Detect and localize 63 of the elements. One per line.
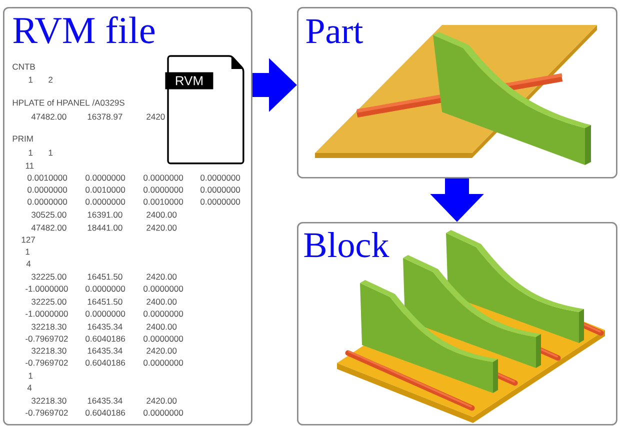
listing-text: CNTB xyxy=(12,64,35,70)
listing-text: 0.0000000 xyxy=(144,174,184,181)
listing-text: 0.0000000 xyxy=(200,186,240,193)
listing-text: 1 xyxy=(28,150,33,156)
listing-text: -1.0000000 xyxy=(26,310,68,317)
listing-text: 2400.00 xyxy=(146,212,177,218)
listing-text: 0.0000000 xyxy=(86,310,126,317)
listing-text: 0.0000000 xyxy=(144,310,184,317)
listing-text: 32225.00 xyxy=(32,298,66,305)
listing-text: 16391.00 xyxy=(88,212,122,218)
listing-text: 2400.00 xyxy=(146,298,177,305)
listing-text: PRIM xyxy=(12,136,33,142)
listing-text: 16451.50 xyxy=(88,274,122,280)
listing-text: 0.0010000 xyxy=(144,198,184,205)
listing-text: 16435.34 xyxy=(88,324,122,330)
listing-text: 2420.00 xyxy=(146,348,177,354)
listing-text: -0.7969702 xyxy=(26,410,68,416)
listing-text: 0.0000000 xyxy=(144,360,184,366)
listing-text: 16378.97 xyxy=(88,114,122,120)
listing-text: 32218.30 xyxy=(32,398,66,404)
listing-text: 2420.00 xyxy=(146,398,177,404)
listing-text: 47482.00 xyxy=(31,224,66,231)
listing-text: 30525.00 xyxy=(32,212,66,218)
listing-text: -1.0000000 xyxy=(26,286,68,292)
listing-text: 0.0000000 xyxy=(28,186,68,193)
listing-text: 4 xyxy=(26,260,31,267)
listing-text: 1 xyxy=(28,76,33,83)
listing-text: 32218.30 xyxy=(32,324,66,330)
listing-text: 18441.00 xyxy=(88,224,122,231)
listing-text: 32225.00 xyxy=(32,274,66,280)
listing-text: 11 xyxy=(26,162,34,169)
listing-text: 2420.00 xyxy=(146,224,177,231)
listing-text: 0.0000000 xyxy=(200,174,240,181)
listing-text: 47482.00 xyxy=(31,114,66,120)
listing-text: 0.0000000 xyxy=(200,198,240,205)
listing-text: 1 xyxy=(28,372,33,379)
listing-text: 16435.34 xyxy=(88,348,122,354)
listing-text: 0.6040186 xyxy=(86,360,125,366)
listing-text: 1 xyxy=(48,150,53,156)
listing-text: 2 xyxy=(48,76,52,83)
listing-text: 0.0000000 xyxy=(144,286,184,292)
listing-text: 0.0000000 xyxy=(144,336,184,342)
listing-text: -0.7969702 xyxy=(26,360,68,366)
listing-text: 2400.00 xyxy=(146,324,177,330)
listing-text: 0.6040186 xyxy=(86,336,125,342)
listing-text: 0.0000000 xyxy=(86,198,126,205)
listing-text: 16451.50 xyxy=(88,298,122,305)
listing-text: 0.0000000 xyxy=(86,286,126,292)
listing-text: 0.0000000 xyxy=(86,174,126,181)
listing-text: 0.6040186 xyxy=(86,410,125,416)
listing-text: 4 xyxy=(27,384,32,391)
listing-text: 2420.00 xyxy=(146,274,177,280)
listing-text: 0.0000000 xyxy=(144,186,184,193)
listing-text: 32218.30 xyxy=(32,348,66,354)
listing-text: HPLATE of HPANEL /A0329S xyxy=(12,99,124,106)
listing-text: 1 xyxy=(26,248,30,255)
listing-text: 127 xyxy=(22,236,35,243)
listing-text: 0.0000000 xyxy=(144,410,184,416)
listing-text: -0.7969702 xyxy=(26,336,68,342)
listing-text: 16435.34 xyxy=(88,398,122,404)
listing-text: 0.0010000 xyxy=(28,174,68,181)
listing-text: 0.0000000 xyxy=(28,198,68,205)
listing-text: 0.0010000 xyxy=(86,186,126,193)
